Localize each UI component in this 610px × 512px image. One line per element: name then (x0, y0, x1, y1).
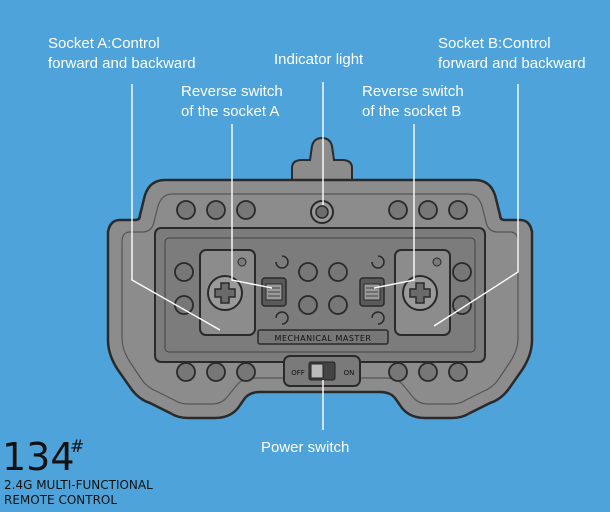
leader-socket-b (433, 84, 519, 327)
reverse-a-label-line1: Reverse switch (181, 83, 283, 100)
leader-socket-a (131, 84, 221, 331)
stud-hole (452, 295, 472, 315)
product-desc-line2: REMOTE CONTROL (4, 493, 117, 507)
antenna (291, 136, 353, 181)
model-number: 134 (2, 435, 75, 479)
rotate-cw-icon-b (371, 255, 385, 269)
stud-hole (206, 200, 226, 220)
stud-hole (174, 295, 194, 315)
stud-hole (298, 262, 318, 282)
stud-hole (328, 262, 348, 282)
socket-a-pin (237, 257, 247, 267)
stud-hole (206, 362, 226, 382)
leader-lines (131, 82, 519, 430)
stud-hole (418, 200, 438, 220)
model-mark: # (70, 437, 84, 457)
inner-panel-bevel (164, 237, 476, 353)
indicator-light-lens (315, 205, 329, 219)
body-bevel (121, 193, 519, 405)
socket-b-pin (432, 257, 442, 267)
power-switch-off-label: OFF (291, 369, 305, 377)
socket-a-label-line1: Socket A:Control (48, 35, 160, 52)
socket-a-label-line2: forward and backward (48, 55, 196, 72)
reverse-a-label-line2: of the socket A (181, 103, 279, 120)
reverse-b-label-line2: of the socket B (362, 103, 461, 120)
rotate-ccw-icon-b (371, 311, 385, 325)
rotate-ccw-icon-a (275, 311, 289, 325)
stud-hole (236, 200, 256, 220)
power-switch-label: Power switch (261, 439, 349, 456)
stud-hole (298, 295, 318, 315)
stud-hole (388, 200, 408, 220)
brand-plate (257, 329, 389, 345)
stud-hole (452, 262, 472, 282)
power-switch-on-label: ON (344, 369, 355, 377)
socket-b-label-line2: forward and backward (438, 55, 586, 72)
stud-hole (176, 200, 196, 220)
power-switch-slider[interactable] (310, 363, 324, 379)
product-desc-line1: 2.4G MULTI-FUNCTIONAL (4, 478, 153, 492)
stud-hole (448, 362, 468, 382)
stud-hole (388, 362, 408, 382)
stud-hole (236, 362, 256, 382)
stud-holes (174, 200, 472, 382)
stud-hole (176, 362, 196, 382)
rotate-cw-icon-a (275, 255, 289, 269)
stud-hole (418, 362, 438, 382)
socket-b-label-line1: Socket B:Control (438, 35, 551, 52)
socket-a-cross-icon (214, 282, 236, 304)
stud-hole (174, 262, 194, 282)
stud-hole (448, 200, 468, 220)
socket-b-cross-icon (409, 282, 431, 304)
indicator-label: Indicator light (274, 51, 364, 68)
leader-reverse-a (231, 124, 273, 289)
reverse-b-label-line1: Reverse switch (362, 83, 464, 100)
brand-plate-text: MECHANICAL MASTER (275, 334, 372, 343)
leader-reverse-b (373, 124, 415, 289)
stud-hole (328, 295, 348, 315)
